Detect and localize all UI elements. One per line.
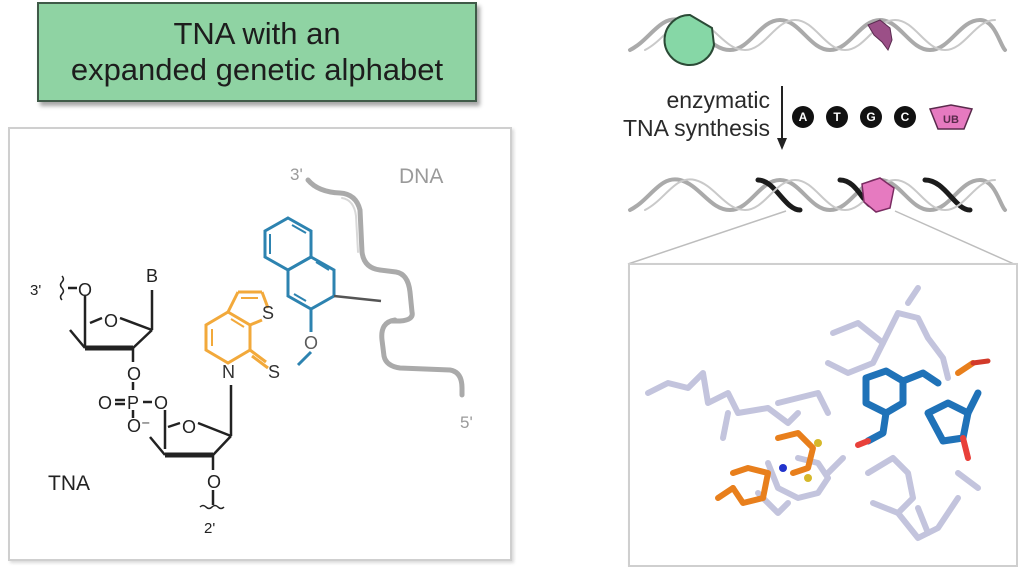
tna-label: TNA [48, 472, 90, 495]
dna-five-prime-label: 5' [460, 413, 473, 432]
tna-atom-labels: 3' O B O O O P O O⁻ O O 2' [30, 266, 221, 537]
bottom-helix [628, 177, 1007, 213]
tna-three-prime-label: 3' [30, 282, 41, 299]
oxygen-label: O [98, 393, 112, 413]
callout-line-left [627, 210, 787, 265]
oxygen-label: O [154, 393, 168, 413]
phosphorus-label: P [127, 393, 139, 413]
phosphate-atom [955, 360, 976, 376]
phosphate-oxygen-atom [970, 358, 991, 366]
bases-row: A T G C UB [792, 103, 974, 131]
unnatural-base-ub-icon: UB [928, 104, 974, 130]
thiophene-base-model [715, 430, 816, 506]
naphthyl-base [263, 216, 382, 367]
crystal-structure-render [645, 285, 991, 541]
base-g-icon: G [860, 106, 882, 128]
tna-backbone [59, 275, 233, 510]
callout-line-right [894, 210, 1015, 265]
arrow-head-icon [777, 138, 787, 150]
base-b-label: B [146, 266, 158, 286]
thiophene-sulfur-label: S [262, 303, 274, 323]
naphthyl-base-model [862, 367, 982, 445]
tna-fragment-icon [867, 19, 893, 52]
step-line-2: TNA synthesis [623, 115, 770, 141]
sulfur-atom [814, 439, 822, 447]
ring-oxygen-label: O [104, 311, 118, 331]
incorporated-unnatural-base-icon [861, 177, 895, 213]
step-line-1: enzymatic [666, 87, 770, 113]
oxygen-label: O [127, 364, 141, 384]
base-c-icon: C [894, 106, 916, 128]
oxygen-anion-label: O⁻ [127, 416, 151, 436]
base-a-icon: A [792, 106, 814, 128]
base-t-icon: T [826, 106, 848, 128]
sulfur-atom [804, 474, 812, 482]
structure-panel [8, 127, 512, 561]
dna-label: DNA [399, 165, 443, 188]
nitrogen-label: N [222, 362, 235, 382]
title-line-2: expanded genetic alphabet [70, 52, 444, 87]
title-box: TNA with an expanded genetic alphabet [37, 2, 477, 102]
synthesis-step-label: enzymatic TNA synthesis [585, 86, 770, 142]
crystal-structure-panel [628, 263, 1018, 567]
methoxy-oxygen-label: O [304, 333, 318, 353]
svg-text:UB: UB [943, 114, 959, 126]
thione-sulfur-label: S [268, 362, 280, 382]
sugar-oxygen-atom [960, 435, 971, 461]
diagram-canvas: 3' DNA 5' O S S N [30, 13, 1015, 537]
enzyme-icon [663, 13, 716, 66]
title-line-1: TNA with an [173, 16, 341, 51]
protein-residues [645, 285, 981, 541]
nitrogen-atom [779, 464, 787, 472]
oxygen-label: O [207, 472, 221, 492]
dna-ribbon [305, 177, 465, 398]
tna-two-prime-label: 2' [204, 520, 215, 537]
thiophene-base [204, 290, 270, 370]
dna-three-prime-label: 3' [290, 165, 303, 184]
ring-oxygen-label: O [182, 417, 196, 437]
oxygen-label: O [78, 280, 92, 300]
methoxy-oxygen-atom [855, 438, 871, 448]
